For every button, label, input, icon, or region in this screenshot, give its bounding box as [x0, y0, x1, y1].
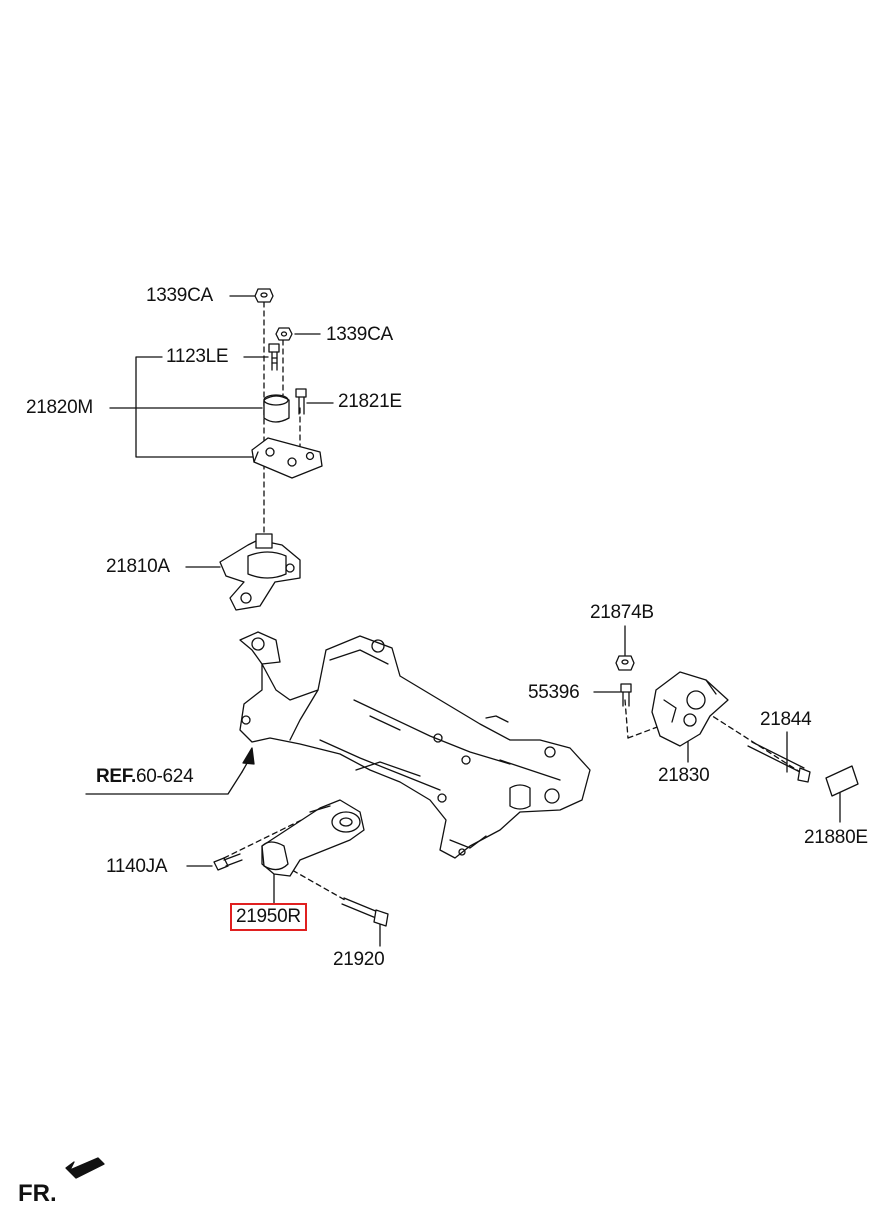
front-arrow-icon — [65, 1157, 105, 1179]
label-21880e[interactable]: 21880E — [804, 827, 868, 848]
label-21810a[interactable]: 21810A — [106, 556, 170, 577]
label-1140ja[interactable]: 1140JA — [106, 856, 168, 877]
ref-label[interactable]: REF.60-624 — [96, 766, 194, 788]
label-21821e[interactable]: 21821E — [338, 391, 402, 412]
label-21820m[interactable]: 21820M — [26, 397, 93, 418]
bolt-21821e — [295, 388, 307, 415]
label-21874b[interactable]: 21874B — [590, 602, 654, 623]
label-21920[interactable]: 21920 — [333, 949, 385, 970]
sub-frame-crossmember — [239, 631, 591, 859]
bolt-1140ja — [213, 853, 243, 871]
engine-mount-21810a — [219, 533, 301, 611]
nut-1339ca-top — [254, 288, 274, 303]
ref-arrow — [241, 747, 255, 773]
nut-21874b — [615, 655, 635, 671]
label-1339ca-right[interactable]: 1339CA — [326, 324, 393, 345]
bolt-21844 — [747, 741, 811, 783]
label-1123le[interactable]: 1123LE — [166, 346, 229, 367]
bolt-1123le — [268, 343, 280, 371]
cover-21880e — [825, 765, 859, 797]
label-1339ca-top[interactable]: 1339CA — [146, 285, 213, 306]
label-21830[interactable]: 21830 — [658, 765, 710, 786]
bolt-55396 — [620, 683, 632, 707]
ref-code: 60-624 — [135, 766, 194, 787]
label-21950r-highlighted[interactable]: 21950R — [230, 903, 307, 931]
bolt-21920 — [341, 897, 389, 927]
label-21844[interactable]: 21844 — [760, 709, 812, 730]
transmission-mount-21830 — [651, 671, 729, 747]
label-55396[interactable]: 55396 — [528, 682, 580, 703]
ref-prefix: REF. — [96, 766, 136, 787]
roll-rod-21950r — [261, 799, 365, 877]
front-direction-label: FR. — [18, 1180, 57, 1207]
engine-mount-bracket-21820m — [251, 394, 323, 479]
nut-1339ca-right — [275, 327, 293, 341]
